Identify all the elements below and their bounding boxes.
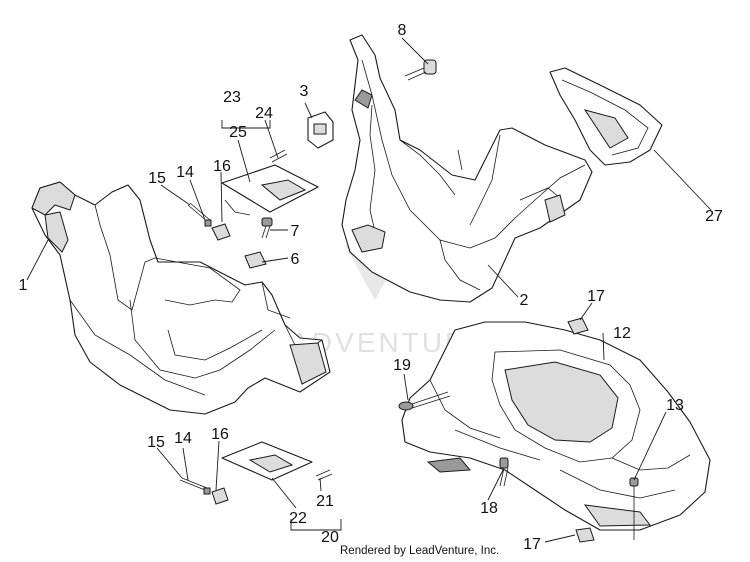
part-3-clip xyxy=(307,111,334,149)
callout-17-upper: 17 xyxy=(587,288,605,305)
part-14-15-16-lower-fasteners xyxy=(179,477,229,505)
part-25-cover-plate-upper xyxy=(221,164,319,216)
callout-18: 18 xyxy=(480,500,498,517)
callout-3: 3 xyxy=(300,83,309,100)
callout-21: 21 xyxy=(316,493,334,510)
callout-27: 27 xyxy=(705,208,723,225)
part-12-lower-dash xyxy=(401,321,711,531)
callout-7: 7 xyxy=(291,223,300,240)
part-13-screw xyxy=(629,477,639,540)
callout-15-lower: 15 xyxy=(147,434,165,451)
leader-lines xyxy=(26,37,712,543)
part-17-clip-lower xyxy=(575,527,595,543)
part-1-left-cover xyxy=(31,181,331,415)
callout-14-upper: 14 xyxy=(176,164,194,181)
part-17-clip-upper xyxy=(567,317,589,335)
callout-22: 22 xyxy=(289,510,307,527)
callout-17-lower: 17 xyxy=(523,536,541,553)
callout-12: 12 xyxy=(613,325,631,342)
callout-2: 2 xyxy=(520,292,529,309)
callout-23: 23 xyxy=(223,89,241,106)
part-27-side-panel xyxy=(549,67,663,166)
part-6-nut-clip xyxy=(244,251,267,269)
callout-16-lower: 16 xyxy=(211,426,229,443)
callout-24: 24 xyxy=(255,105,273,122)
part-19-screw xyxy=(398,391,451,411)
callout-16-upper: 16 xyxy=(213,158,231,175)
callout-15-upper: 15 xyxy=(148,170,166,187)
callout-19: 19 xyxy=(393,357,411,374)
callout-8: 8 xyxy=(398,22,407,39)
part-8-bolt xyxy=(404,59,437,81)
credit-text: Rendered by LeadVenture, Inc. xyxy=(340,545,499,557)
part-18-screw xyxy=(499,457,509,487)
callout-1: 1 xyxy=(19,277,28,294)
callout-14-lower: 14 xyxy=(174,430,192,447)
part-14-15-16-upper-fasteners xyxy=(187,202,231,241)
part-7-screw xyxy=(261,217,273,239)
callout-25: 25 xyxy=(229,124,247,141)
part-2-upper-housing xyxy=(341,34,593,303)
callout-13: 13 xyxy=(666,397,684,414)
callout-20: 20 xyxy=(321,529,339,546)
callout-6: 6 xyxy=(291,251,300,268)
part-22-cover-plate-lower xyxy=(221,441,313,481)
